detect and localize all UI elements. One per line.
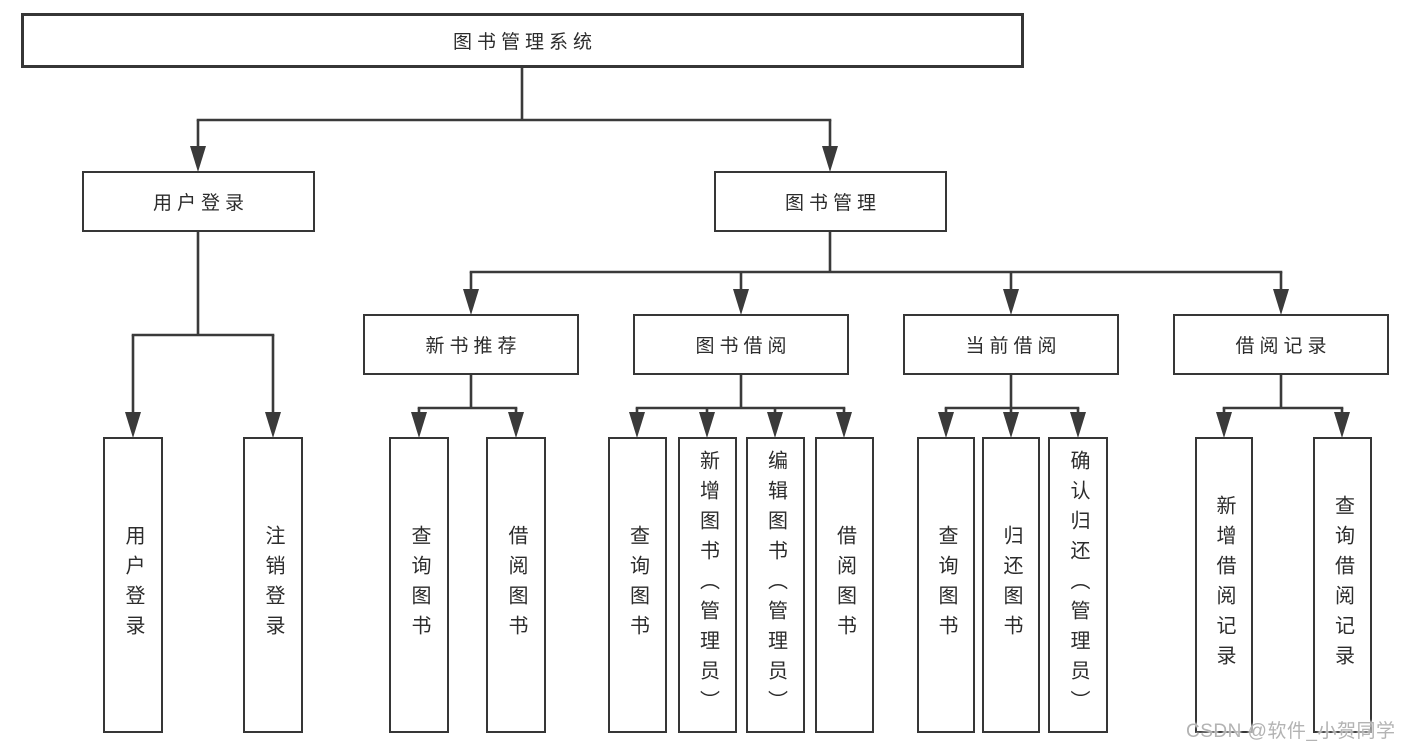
node-current-borrowing-label: 当前借阅	[965, 336, 1062, 357]
leaf-edit-books-admin: 编辑图书（管理员）	[746, 437, 805, 733]
leaf-borrow-books-label: 借阅图书	[833, 525, 856, 645]
leaf-query-books-current: 查询图书	[917, 437, 975, 733]
leaf-user-login-label: 用户登录	[122, 525, 144, 645]
leaf-query-books-current-label: 查询图书	[935, 525, 957, 645]
node-new-book-recommend-label: 新书推荐	[425, 336, 522, 357]
node-book-borrowing-label: 图书借阅	[695, 336, 792, 357]
leaf-query-borrow-record: 查询借阅记录	[1313, 437, 1372, 733]
node-borrowing-records-label: 借阅记录	[1235, 336, 1332, 357]
leaf-add-books-admin: 新增图书（管理员）	[678, 437, 737, 733]
leaf-query-books-borrow-label: 查询图书	[626, 525, 649, 645]
leaf-query-books-recommend: 查询图书	[389, 437, 449, 733]
leaf-query-books-borrow: 查询图书	[608, 437, 667, 733]
leaf-return-books: 归还图书	[982, 437, 1040, 733]
leaf-confirm-return-admin-label: 确认归还（管理员）	[1067, 450, 1089, 720]
leaf-add-borrow-record-label: 新增借阅记录	[1213, 495, 1235, 675]
node-book-management-label: 图书管理	[784, 193, 881, 214]
node-library-system: 图书管理系统	[21, 13, 1024, 68]
node-library-system-label: 图书管理系统	[452, 32, 597, 53]
leaf-return-books-label: 归还图书	[1000, 525, 1022, 645]
node-borrowing-records: 借阅记录	[1173, 314, 1389, 375]
node-user-login: 用户登录	[82, 171, 315, 232]
leaf-borrow-books-recommend: 借阅图书	[486, 437, 546, 733]
leaf-logout: 注销登录	[243, 437, 303, 733]
leaf-logout-label: 注销登录	[262, 525, 284, 645]
node-new-book-recommend: 新书推荐	[363, 314, 579, 375]
leaf-edit-books-admin-label: 编辑图书（管理员）	[764, 450, 787, 720]
node-book-management: 图书管理	[714, 171, 947, 232]
node-current-borrowing: 当前借阅	[903, 314, 1119, 375]
node-user-login-label: 用户登录	[152, 193, 249, 214]
leaf-add-books-admin-label: 新增图书（管理员）	[696, 450, 719, 720]
leaf-query-borrow-record-label: 查询借阅记录	[1331, 495, 1354, 675]
node-book-borrowing: 图书借阅	[633, 314, 849, 375]
leaf-confirm-return-admin: 确认归还（管理员）	[1048, 437, 1108, 733]
watermark: CSDN @软件_小贺同学	[1186, 721, 1396, 742]
leaf-add-borrow-record: 新增借阅记录	[1195, 437, 1253, 733]
leaf-query-books-recommend-label: 查询图书	[408, 525, 430, 645]
leaf-borrow-books-recommend-label: 借阅图书	[505, 525, 527, 645]
leaf-user-login: 用户登录	[103, 437, 163, 733]
leaf-borrow-books: 借阅图书	[815, 437, 874, 733]
